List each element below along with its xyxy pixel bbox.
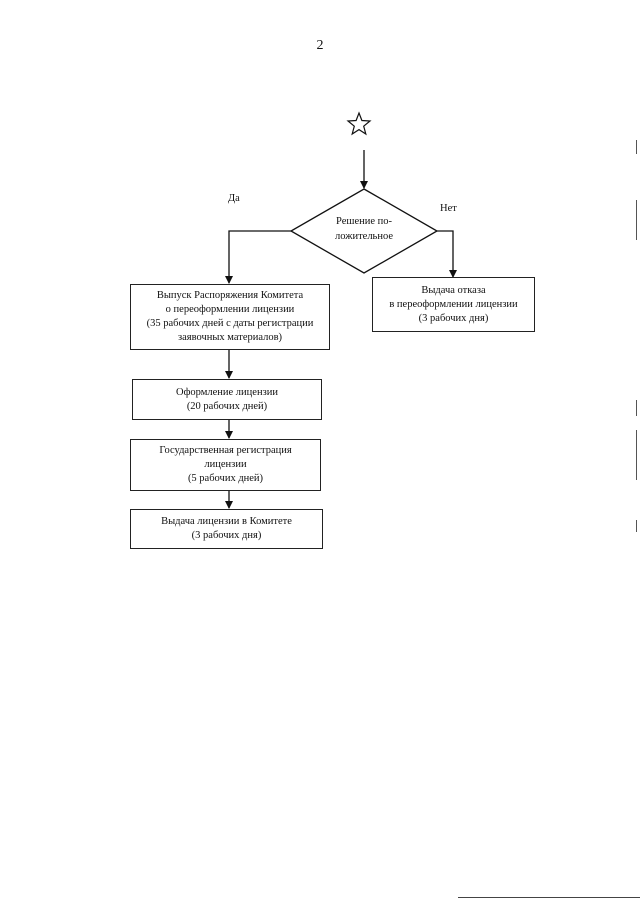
scan-edge-mark — [636, 520, 637, 532]
registration-line: (5 рабочих дней) — [187, 473, 264, 484]
scan-edge-mark — [636, 400, 637, 416]
registration-line: лицензии — [204, 459, 247, 470]
refusal-line: в переоформлении лицензии — [389, 298, 518, 310]
formalize-line: (20 рабочих дней) — [186, 400, 268, 412]
formalize-line: Оформление лицензии — [176, 386, 278, 398]
start-star-icon — [346, 111, 372, 136]
decision-line: ложительное — [334, 231, 394, 242]
page-number: 2 — [316, 38, 324, 53]
refusal-line: Выдача отказа — [421, 284, 486, 296]
decision-line: Решение по- — [336, 216, 392, 227]
refusal-box: Выдача отказа в переоформлении лицензии … — [372, 277, 535, 332]
scan-edge-mark — [636, 430, 637, 480]
scan-edge-mark — [636, 140, 637, 154]
order-box: Выпуск Распоряжения Комитета о переоформ… — [130, 284, 330, 350]
decision-diamond — [289, 188, 439, 274]
order-line: (35 рабочих дней с даты регистрации — [146, 318, 314, 329]
decision-text: Решение по- ложительное — [312, 214, 416, 244]
arrow-yes-branch — [225, 230, 291, 284]
order-line: о переоформлении лицензии — [165, 304, 295, 315]
registration-line: Государственная регистрация — [159, 445, 292, 456]
formalize-box: Оформление лицензии (20 рабочих дней) — [132, 379, 322, 420]
issue-box: Выдача лицензии в Комитете (3 рабочих дн… — [130, 509, 323, 549]
issue-line: Выдача лицензии в Комитете — [161, 516, 292, 527]
arrow-no-branch — [437, 230, 457, 278]
yes-label: Да — [228, 193, 240, 204]
registration-box: Государственная регистрация лицензии (5 … — [130, 439, 321, 491]
order-line: заявочных материалов) — [177, 332, 283, 343]
refusal-line: (3 рабочих дня) — [418, 312, 489, 324]
order-line: Выпуск Распоряжения Комитета — [156, 290, 304, 301]
scan-edge-mark — [636, 200, 637, 240]
bottom-rule — [458, 897, 640, 898]
no-label: Нет — [440, 203, 457, 214]
issue-line: (3 рабочих дня) — [191, 530, 262, 541]
